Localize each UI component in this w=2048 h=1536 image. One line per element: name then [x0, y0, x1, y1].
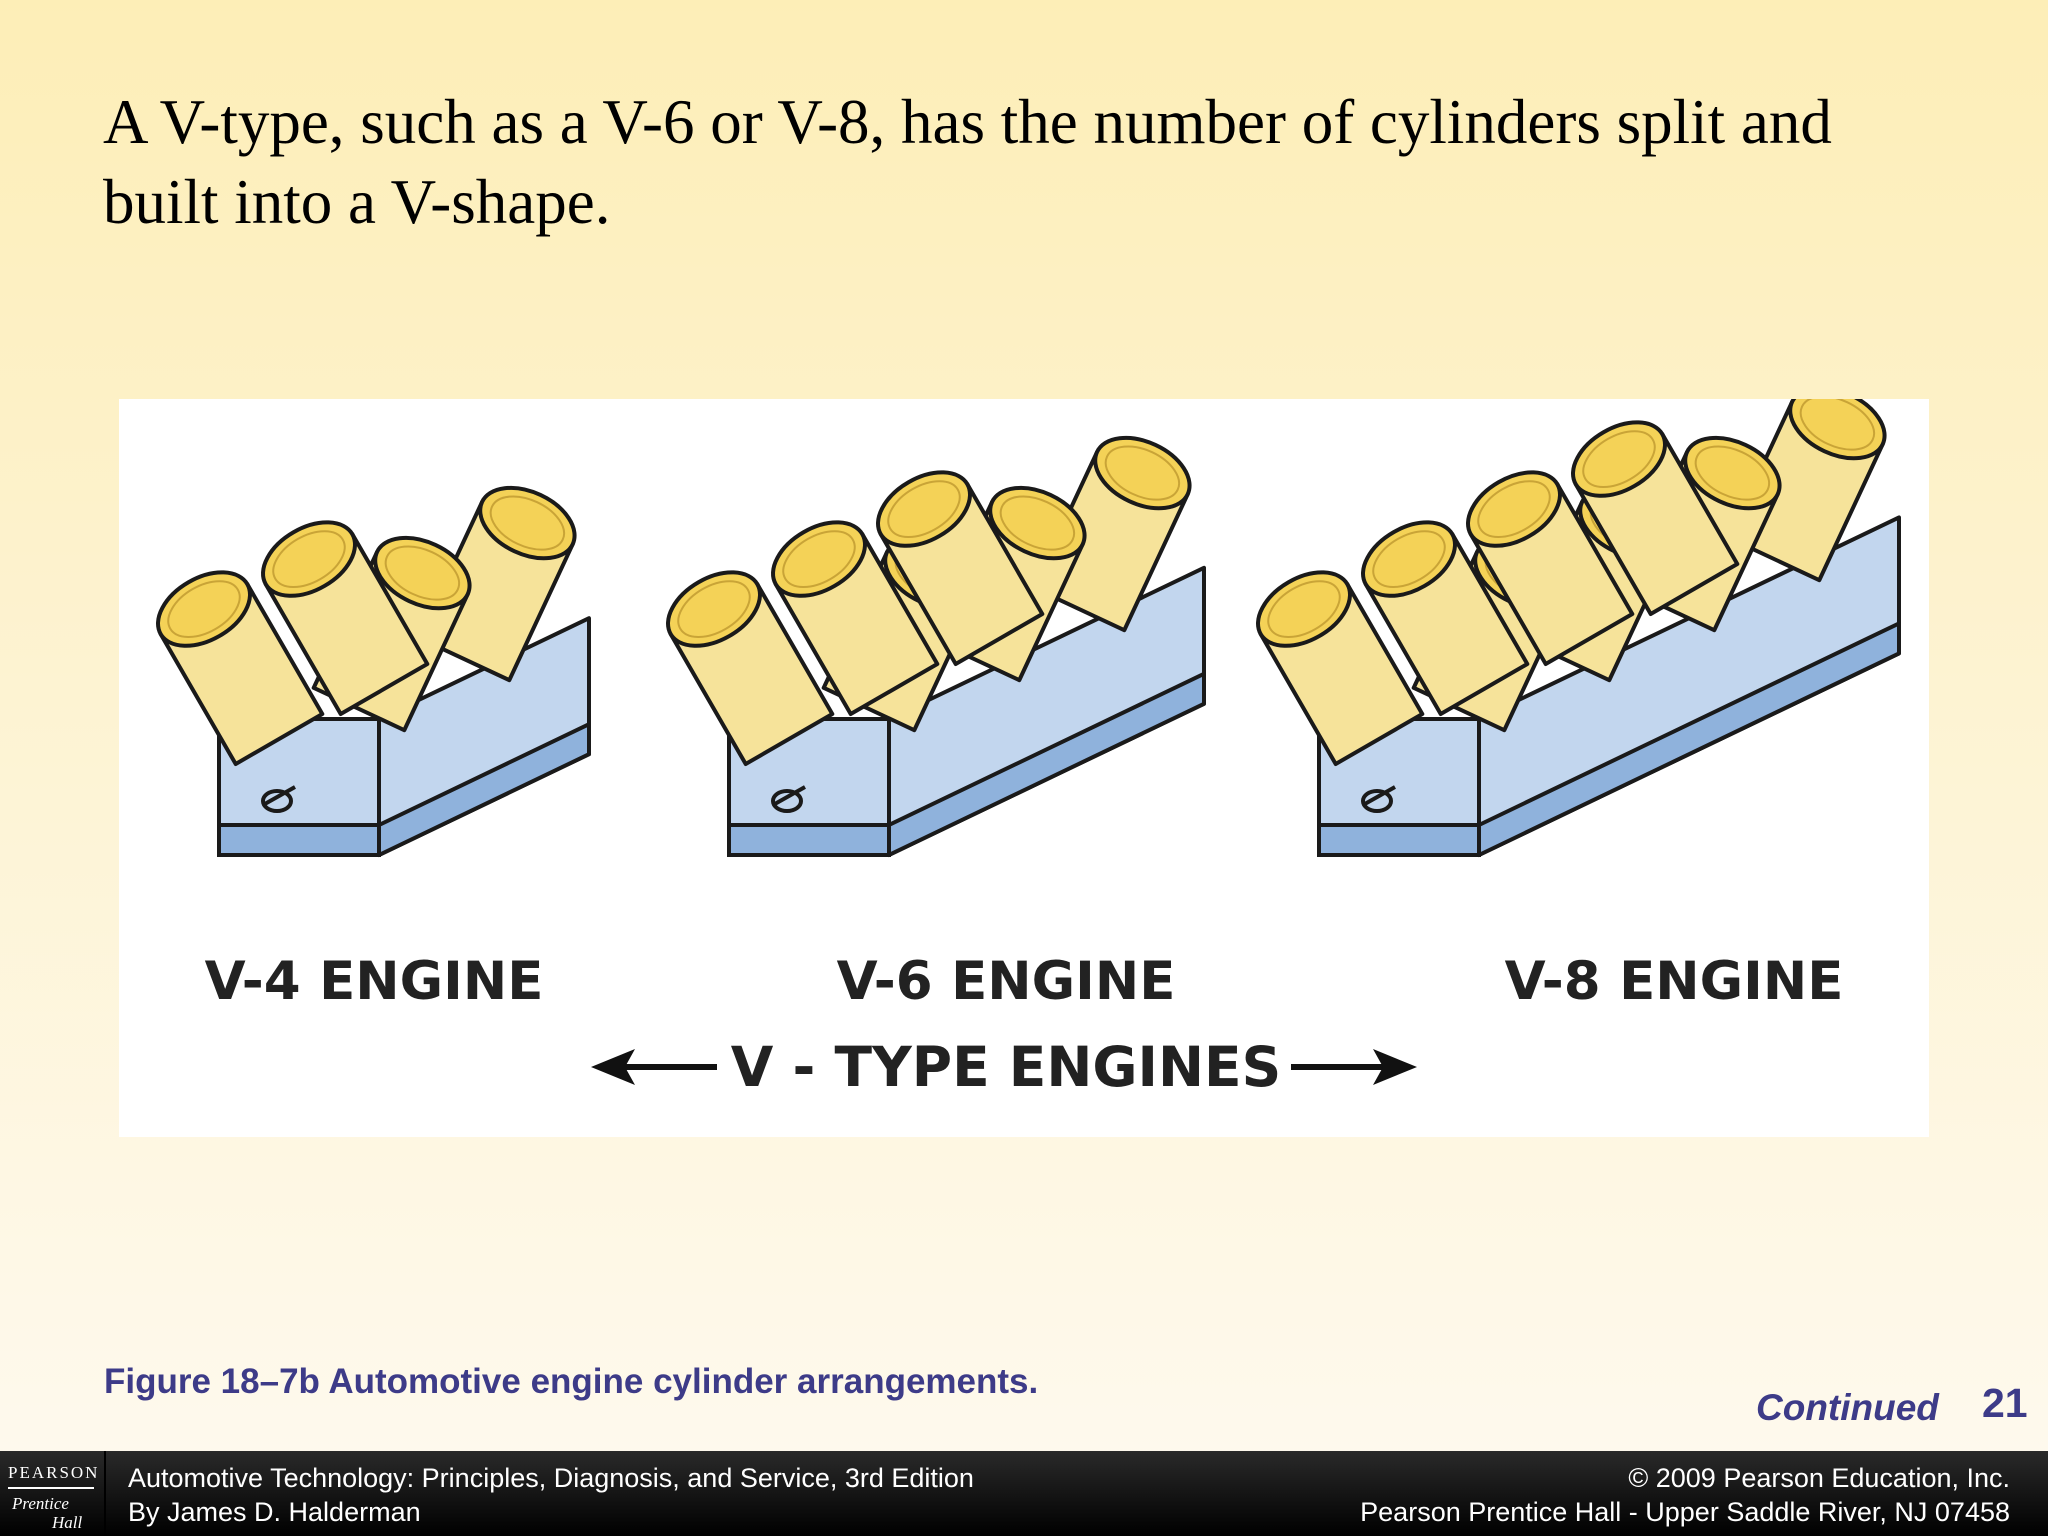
pearson-logo: PEARSON Prentice Hall: [0, 1451, 106, 1536]
cylinder-front-3: [1466, 470, 1635, 666]
figure-caption: Figure 18–7b Automotive engine cylinder …: [104, 1362, 1039, 1401]
logo-sub-1: Prentice: [12, 1494, 69, 1513]
cylinder-back-2: [416, 485, 577, 683]
copyright: © 2009 Pearson Education, Inc.: [1628, 1463, 2010, 1493]
engine-3: [1256, 399, 1901, 857]
cylinder-front-1: [156, 570, 325, 766]
engine-diagram: V-4 ENGINE V-6 ENGINE V-8 ENGINE V - TYP…: [156, 399, 1901, 1099]
cylinder-back-3: [1031, 435, 1192, 633]
engine-figure: V-4 ENGINE V-6 ENGINE V-8 ENGINE V - TYP…: [119, 399, 1929, 1137]
cylinder-front-3: [876, 470, 1045, 666]
cylinder-front-4: [1571, 420, 1740, 616]
engines-layer: [156, 399, 1901, 857]
slide-title: A V-type, such as a V-6 or V-8, has the …: [103, 87, 1832, 237]
publisher: Pearson Prentice Hall - Upper Saddle Riv…: [1360, 1497, 2010, 1527]
footer-bar: PEARSON Prentice Hall Automotive Technol…: [0, 1451, 2048, 1536]
cylinder-front-2: [1361, 520, 1530, 716]
v4-engine-label: V-4 ENGINE: [205, 951, 544, 1012]
book-title: Automotive Technology: Principles, Diagn…: [128, 1463, 974, 1493]
cylinder-front-1: [666, 570, 835, 766]
cylinder-back-4: [1726, 399, 1887, 583]
v-type-engines-label: V - TYPE ENGINES: [731, 1035, 1281, 1099]
page-number: 21: [1982, 1380, 2028, 1426]
continued-link[interactable]: Continued: [1756, 1387, 1939, 1428]
logo-word: PEARSON: [8, 1463, 100, 1482]
right-arrow-icon: [1291, 1049, 1417, 1085]
author: By James D. Halderman: [128, 1497, 421, 1527]
v6-engine-label: V-6 ENGINE: [837, 951, 1176, 1012]
engine-2: [666, 435, 1206, 857]
logo-divider: [8, 1487, 94, 1489]
cylinder-front-1: [1256, 570, 1425, 766]
engine-1: [156, 485, 591, 857]
cylinder-front-2: [771, 520, 940, 716]
v8-engine-label: V-8 ENGINE: [1505, 951, 1844, 1012]
logo-sub-2: Hall: [52, 1513, 83, 1532]
left-arrow-icon: [591, 1049, 717, 1085]
cylinder-front-2: [261, 520, 430, 716]
